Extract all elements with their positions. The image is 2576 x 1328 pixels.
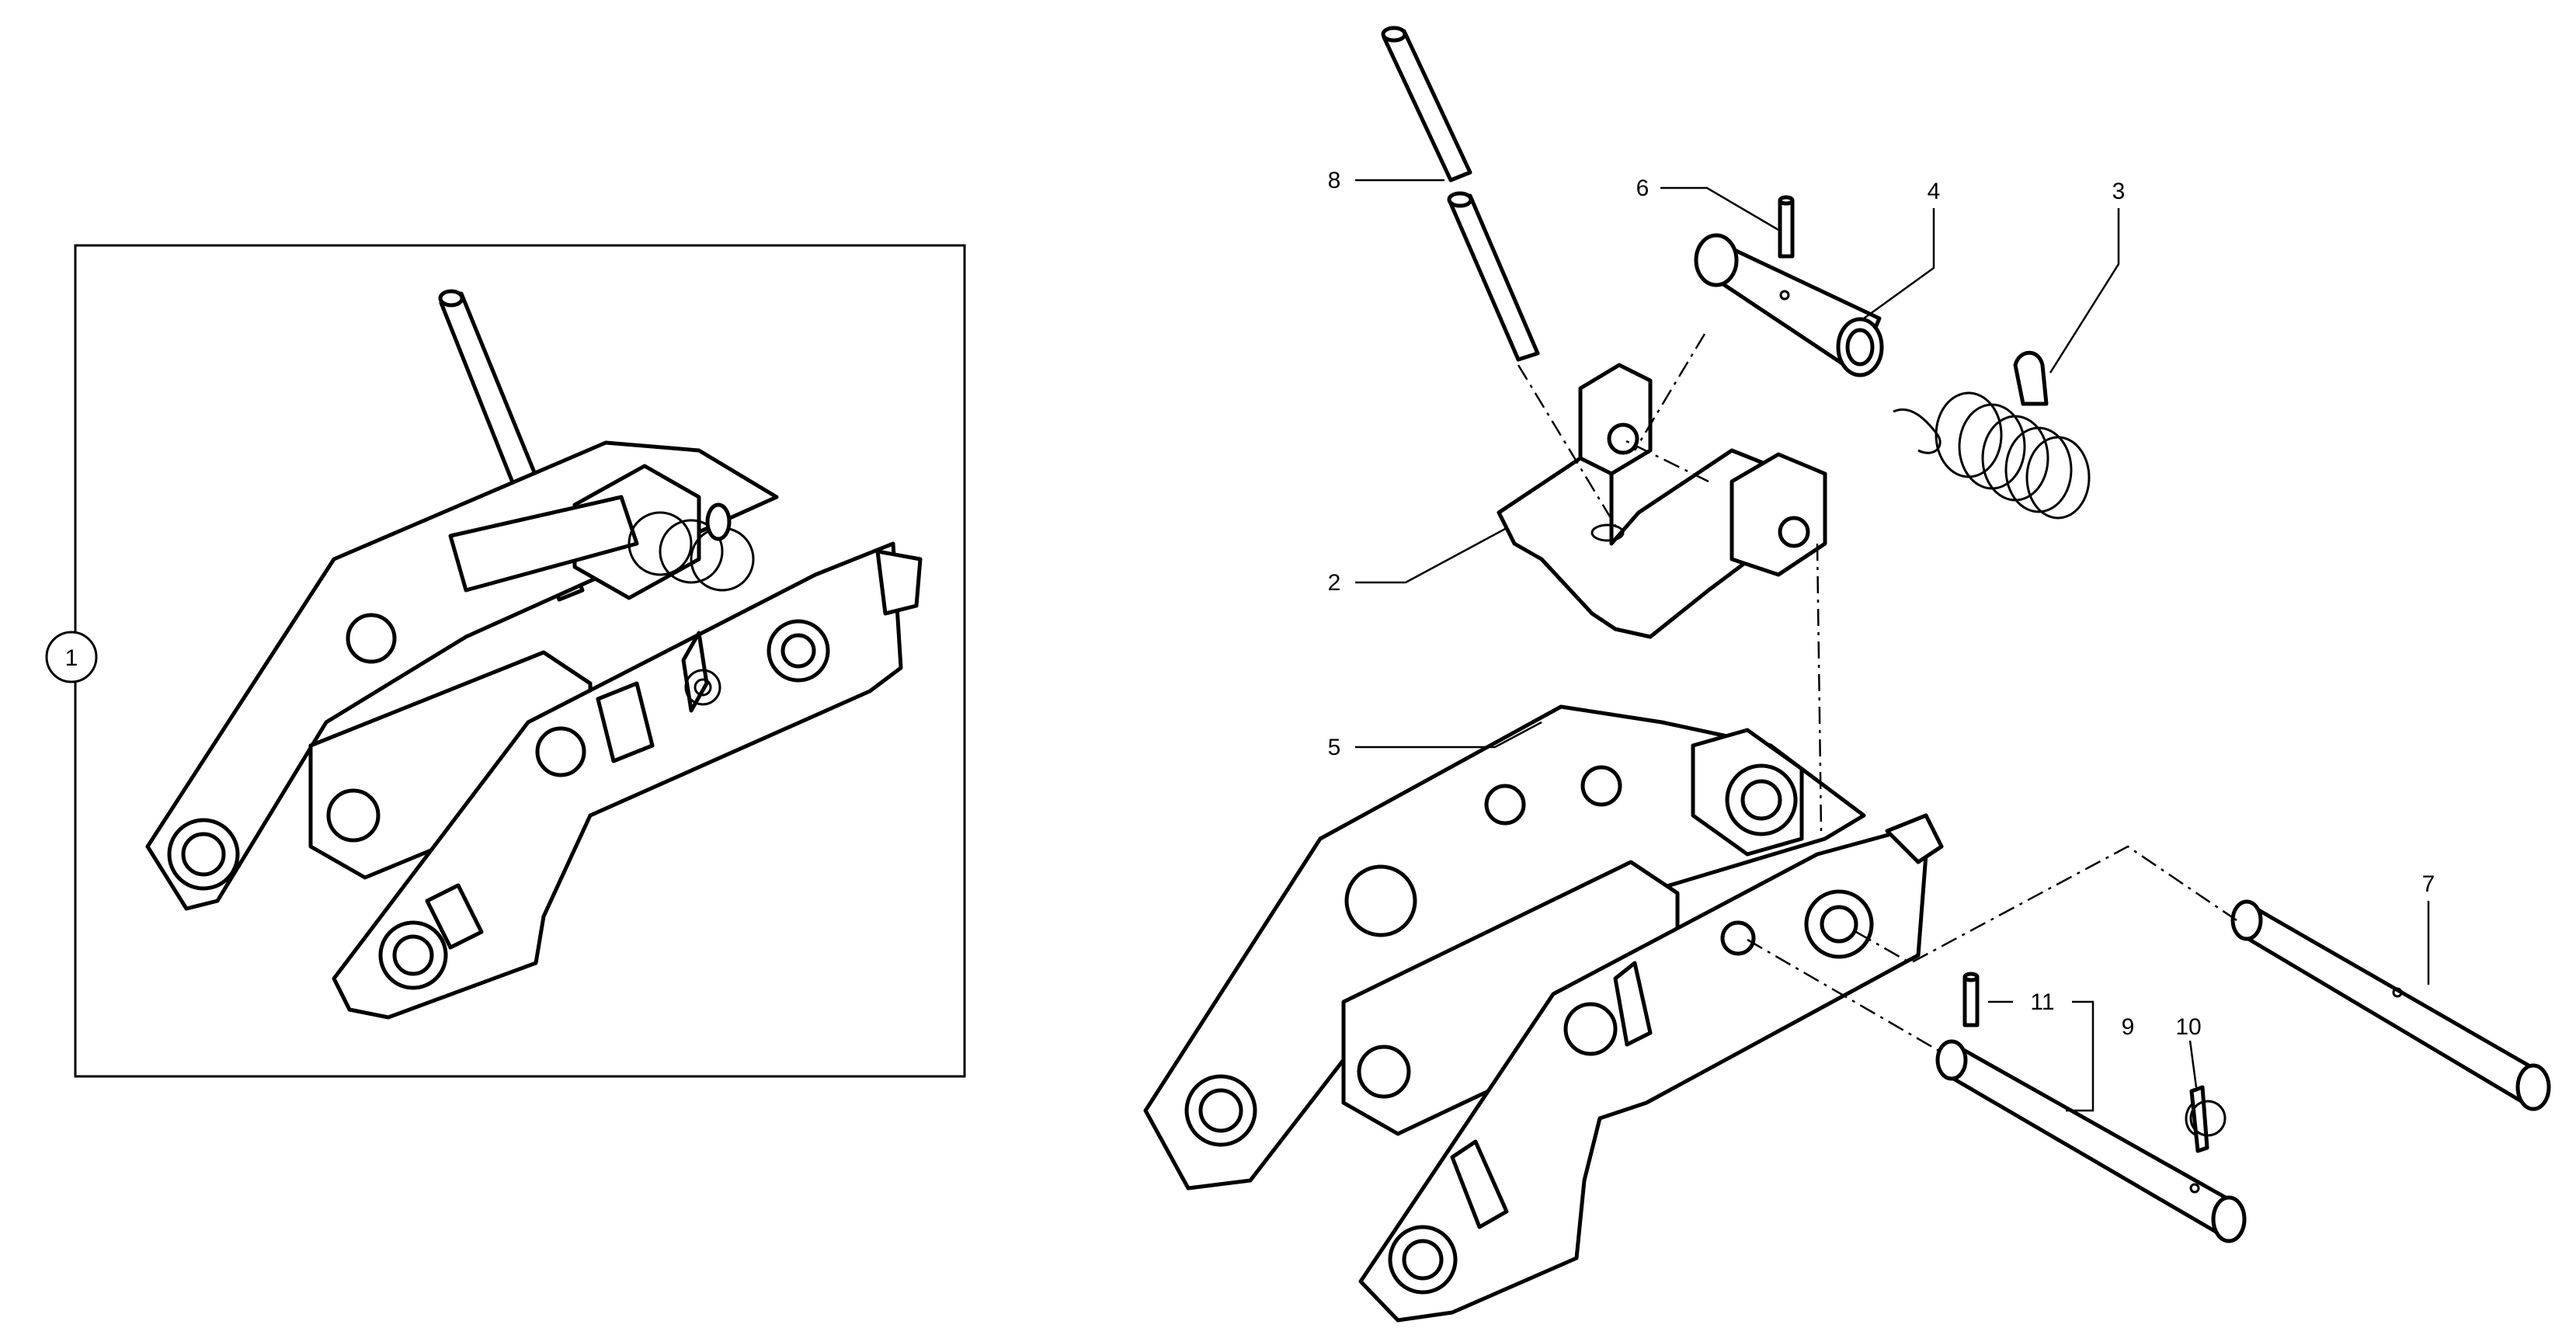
callout-labels: 8 6 4 3 2 5 7 11 9 10 (1328, 168, 2435, 1040)
callout-5: 5 (1328, 735, 1341, 760)
assembly-callout-circle (45, 631, 98, 683)
callout-6: 6 (1636, 176, 1650, 201)
part-10-roll-pin (1962, 972, 1980, 1027)
assembly-callout-label: 1 (65, 645, 78, 671)
part-11-lynch-pin (2185, 1085, 2227, 1153)
callout-9: 9 (2122, 1014, 2135, 1040)
callout-11: 10 (2175, 1014, 2201, 1040)
callout-7: 7 (2422, 871, 2435, 897)
callout-3: 3 (2112, 179, 2126, 204)
callout-8: 8 (1328, 168, 1341, 193)
leader-lines (1355, 179, 2430, 1112)
assembly-lines (1517, 333, 2237, 1054)
part-8-lever-rod (1381, 26, 1540, 362)
exploded-view: 8 6 4 3 2 5 7 11 9 10 (1143, 26, 2551, 1323)
part-5-main-frame (1143, 704, 1944, 1323)
assembly-latch-block (448, 464, 755, 600)
part-9-pin (1935, 1039, 2247, 1243)
callout-10: 11 (2030, 989, 2054, 1015)
callout-4: 4 (1928, 179, 1941, 204)
part-6-roll-pin (1778, 195, 1795, 259)
assembly-lynch-pin (681, 631, 721, 713)
part-4-sleeve (1694, 233, 1884, 377)
callout-2: 2 (1328, 570, 1341, 596)
assembly-front-plate (332, 541, 923, 1020)
part-3-spring (1893, 350, 2091, 520)
assembly-view: 1 (45, 244, 966, 1078)
part-7-pin (2230, 899, 2551, 1111)
part-2-latch-block (1497, 363, 1827, 639)
